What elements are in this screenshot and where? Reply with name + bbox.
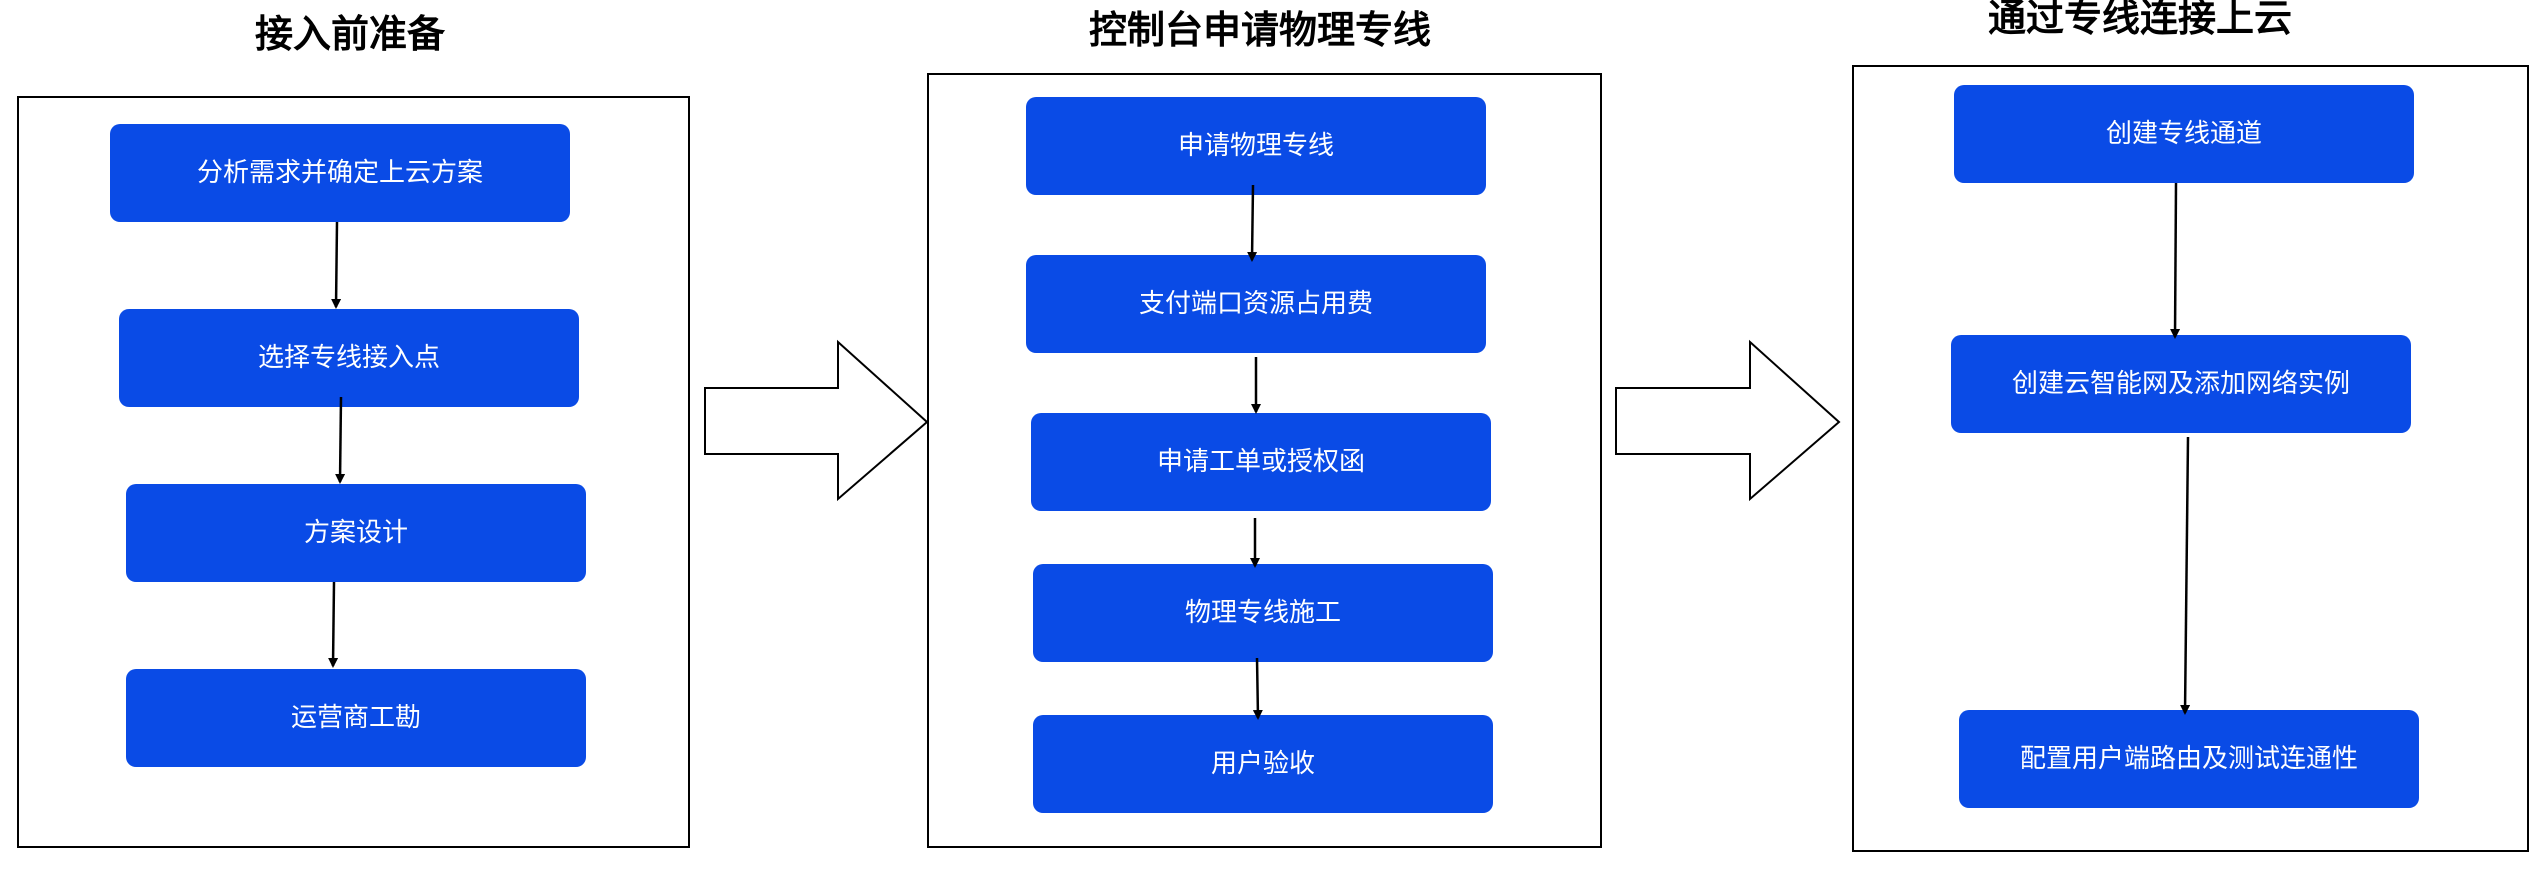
step-user-acceptance: 用户验收 bbox=[1033, 715, 1493, 813]
block-arrow-1 bbox=[704, 339, 929, 502]
step-create-cen: 创建云智能网及添加网络实例 bbox=[1951, 335, 2411, 433]
arrow-2-1 bbox=[1247, 184, 1258, 262]
step-apply-ticket: 申请工单或授权函 bbox=[1031, 413, 1491, 511]
step-configure-routing: 配置用户端路由及测试连通性 bbox=[1959, 710, 2419, 808]
step-create-line-channel: 创建专线通道 bbox=[1954, 85, 2414, 183]
panel-3-title: 通过专线连接上云 bbox=[1987, 0, 2292, 40]
panel-2-title: 控制台申请物理专线 bbox=[1088, 8, 1431, 52]
arrow-1-2 bbox=[335, 396, 346, 484]
arrow-1-3 bbox=[328, 581, 339, 668]
panel-1-title: 接入前准备 bbox=[254, 12, 445, 56]
step-line-construction: 物理专线施工 bbox=[1033, 564, 1493, 662]
step-carrier-survey: 运营商工勘 bbox=[126, 669, 586, 767]
step-pay-port-fee: 支付端口资源占用费 bbox=[1026, 255, 1486, 353]
step-analyze-requirements: 分析需求并确定上云方案 bbox=[110, 124, 570, 222]
arrow-1-1 bbox=[331, 221, 342, 309]
arrow-2-4 bbox=[1252, 657, 1263, 720]
block-arrow-2 bbox=[1615, 339, 1841, 502]
arrow-3-2 bbox=[2180, 436, 2191, 715]
step-select-access-point: 选择专线接入点 bbox=[119, 309, 579, 407]
step-solution-design: 方案设计 bbox=[126, 484, 586, 582]
step-apply-physical-line: 申请物理专线 bbox=[1026, 97, 1486, 195]
arrow-3-1 bbox=[2170, 182, 2181, 339]
